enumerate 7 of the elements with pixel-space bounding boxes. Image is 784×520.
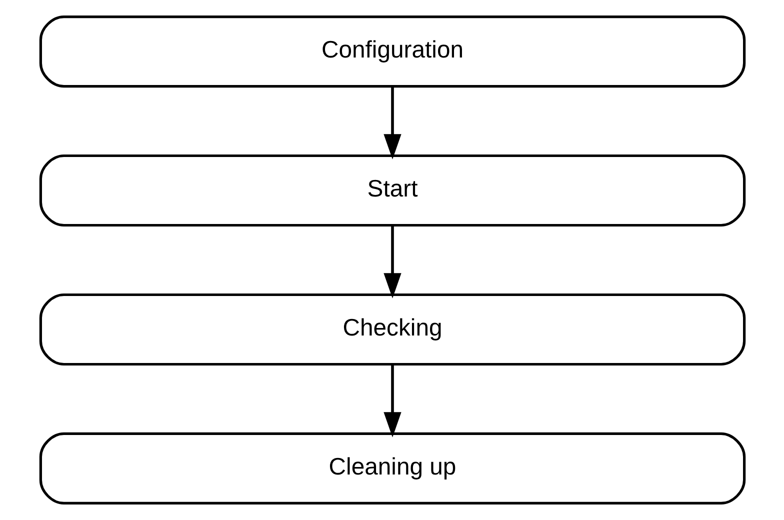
arrow (383, 364, 401, 438)
arrow (383, 225, 401, 298)
node-box: Configuration (38, 15, 746, 88)
node-box: Cleaning up (38, 432, 746, 505)
node-box: Start (38, 154, 746, 227)
arrow (383, 86, 401, 160)
node-box: Checking (38, 293, 746, 366)
